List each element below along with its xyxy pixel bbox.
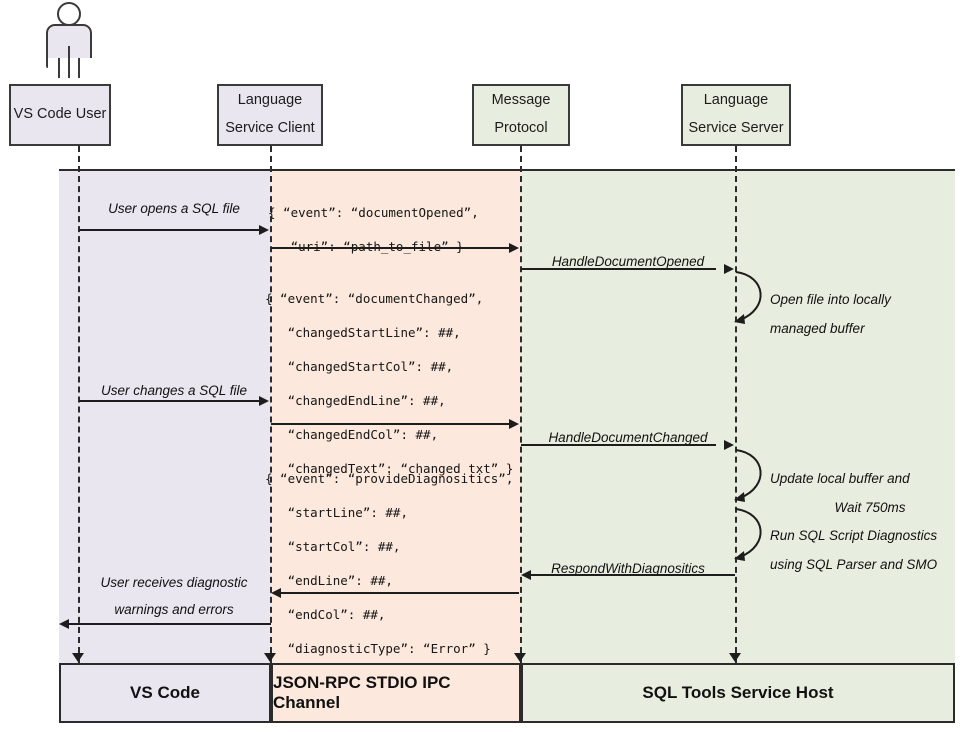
arrow-user-opens-sql-file bbox=[79, 229, 261, 231]
lifeline-message-protocol bbox=[520, 146, 522, 663]
arrow-head-handle-document-changed bbox=[724, 440, 734, 450]
payload-document-changed: { “event”: “documentChanged”, “changedSt… bbox=[265, 291, 514, 476]
message-label-user-receives-diagnostics-line1: User receives diagnostic bbox=[100, 575, 248, 590]
actor-left-leg-icon bbox=[58, 58, 60, 78]
participant-label-line2: Service Server bbox=[688, 120, 784, 136]
participant-label-line1: VS Code User bbox=[13, 106, 107, 123]
arrow-head-handle-document-opened bbox=[724, 264, 734, 274]
payload-provide-diagnositics: { “event”: “provideDiagnositics”, “start… bbox=[265, 471, 514, 656]
actor-head-icon bbox=[57, 2, 81, 26]
arrow-diagnostics-to-client bbox=[281, 592, 519, 594]
note-update-buffer-line2: Wait 750ms bbox=[834, 500, 906, 515]
participant-vs-code-user[interactable]: VS Code User bbox=[9, 84, 111, 146]
band-vs-code bbox=[59, 169, 271, 663]
arrow-head-respond-with-diagnositics bbox=[521, 570, 531, 580]
arrow-head-lifeline-end-vs-code-user bbox=[72, 653, 84, 667]
participant-label-line1: Language bbox=[703, 92, 769, 109]
self-loop-open-file bbox=[734, 271, 762, 324]
lifeline-language-service-server bbox=[735, 146, 737, 663]
arrow-head-document-opened-to-protocol bbox=[509, 243, 519, 253]
participant-label-line2: Protocol bbox=[494, 120, 548, 136]
arrow-user-changes-sql-file bbox=[79, 400, 261, 402]
note-open-file-line2: managed buffer bbox=[770, 321, 865, 336]
arrow-handle-document-opened bbox=[521, 268, 716, 270]
arrow-head-user-opens-sql-file bbox=[259, 225, 269, 235]
note-open-file-line1: Open file into locally bbox=[770, 292, 891, 307]
actor-leg-divider-icon bbox=[68, 46, 70, 78]
note-update-buffer-line1: Update local buffer and bbox=[770, 471, 910, 486]
arrow-respond-with-diagnositics bbox=[531, 574, 735, 576]
participant-label-line2: Service Client bbox=[225, 120, 315, 136]
band-ipc-channel bbox=[271, 169, 521, 663]
footer-sql-tools-service-host[interactable]: SQL Tools Service Host bbox=[521, 663, 955, 723]
message-label-handle-document-opened: HandleDocumentOpened bbox=[551, 254, 705, 269]
note-run-diagnostics-line1: Run SQL Script Diagnostics bbox=[770, 528, 938, 543]
participant-label-line1: Language bbox=[237, 92, 303, 109]
message-label-respond-with-diagnositics: RespondWithDiagnositics bbox=[551, 561, 705, 576]
note-run-diagnostics-line2: using SQL Parser and SMO bbox=[770, 557, 938, 572]
arrow-head-lifeline-end-message-protocol bbox=[514, 653, 526, 667]
arrow-handle-document-changed bbox=[521, 444, 716, 446]
arrow-head-user-changes-sql-file bbox=[259, 396, 269, 406]
footer-label: SQL Tools Service Host bbox=[642, 683, 834, 702]
arrow-head-user-receives-diagnostics bbox=[59, 619, 69, 629]
footer-vs-code[interactable]: VS Code bbox=[59, 663, 271, 723]
arrow-document-opened-to-protocol bbox=[271, 247, 511, 249]
actor-right-leg-icon bbox=[78, 58, 80, 78]
footer-label: JSON-RPC STDIO IPC Channel bbox=[273, 673, 451, 712]
vs-code-user-actor-icon bbox=[40, 2, 100, 78]
arrow-head-lifeline-end-language-service-server bbox=[729, 653, 741, 667]
participant-message-protocol[interactable]: Message Protocol bbox=[472, 84, 570, 146]
actor-leg-gap bbox=[48, 58, 92, 78]
footer-label: VS Code bbox=[130, 683, 200, 702]
participant-label-line1: Message bbox=[491, 92, 551, 109]
self-loop-run-diagnostics bbox=[734, 508, 762, 561]
participant-language-service-server[interactable]: Language Service Server bbox=[681, 84, 791, 146]
message-label-user-receives-diagnostics-line2: warnings and errors bbox=[114, 602, 234, 617]
arrow-head-diagnostics-to-client bbox=[271, 588, 281, 598]
arrow-head-document-changed-to-protocol bbox=[509, 419, 519, 429]
message-label-user-opens-sql-file: User opens a SQL file bbox=[108, 201, 240, 216]
lifeline-language-service-client bbox=[270, 146, 272, 663]
message-label-user-changes-sql-file: User changes a SQL file bbox=[100, 383, 248, 398]
footer-json-rpc-stdio-ipc[interactable]: JSON-RPC STDIO IPC Channel bbox=[271, 663, 521, 723]
band-sql-tools-service-host bbox=[521, 169, 955, 663]
self-loop-update-buffer bbox=[734, 449, 762, 502]
lifeline-vs-code-user bbox=[78, 146, 80, 663]
arrow-head-lifeline-end-language-service-client bbox=[264, 653, 276, 667]
arrow-user-receives-diagnostics bbox=[69, 623, 271, 625]
payload-document-opened: { “event”: “documentOpened”, “uri”: “pat… bbox=[268, 205, 479, 254]
message-label-handle-document-changed: HandleDocumentChanged bbox=[548, 430, 708, 445]
participant-language-service-client[interactable]: Language Service Client bbox=[217, 84, 323, 146]
arrow-document-changed-to-protocol bbox=[271, 423, 511, 425]
